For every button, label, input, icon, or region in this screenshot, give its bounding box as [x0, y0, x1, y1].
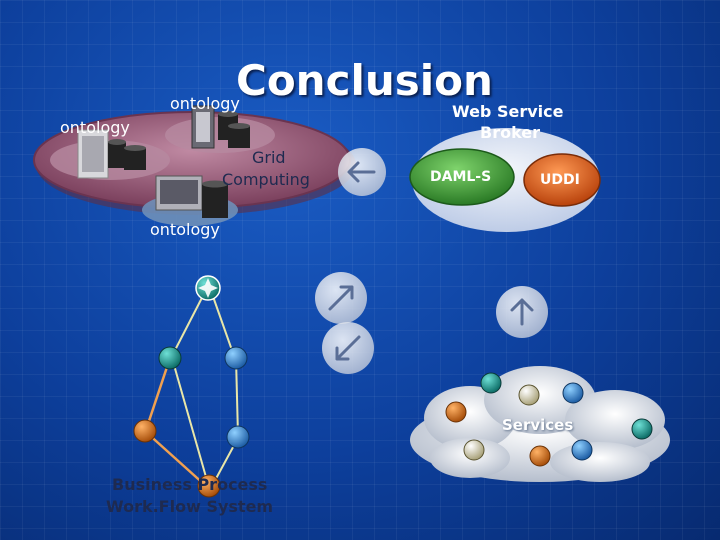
uddi-label: UDDI: [540, 172, 580, 188]
arrow-up-right-button: [315, 272, 367, 324]
workflow-label-line2: Work.Flow System: [106, 497, 274, 516]
grid-label-line2: Computing: [222, 170, 310, 189]
server-middle: [191, 105, 250, 149]
broker-title-line1: Web Service: [452, 102, 564, 121]
ontology-label-top: ontology: [170, 94, 240, 113]
arrow-down-left-button: [322, 322, 374, 374]
workflow-nodes: [133, 275, 250, 498]
service-nodes: [445, 372, 653, 467]
services-label: Services: [502, 416, 574, 434]
workflow-edges: [144, 287, 239, 487]
arrow-left-button: [338, 148, 386, 196]
ontology-label-bottom: ontology: [150, 220, 220, 239]
arrow-up-button: [496, 286, 548, 338]
server-left: [77, 129, 146, 179]
ontology-label-left: ontology: [60, 118, 130, 137]
grid-label-line1: Grid: [252, 148, 286, 167]
workflow-label-line1: Business Process: [112, 475, 268, 494]
slide-title: Conclusion: [236, 56, 493, 105]
broker-title-line2: Broker: [480, 123, 541, 142]
services-cloud: [410, 366, 670, 482]
daml-s-label: DAML-S: [430, 169, 492, 185]
broker-graphic: [409, 128, 601, 232]
server-bottom: [155, 175, 228, 218]
